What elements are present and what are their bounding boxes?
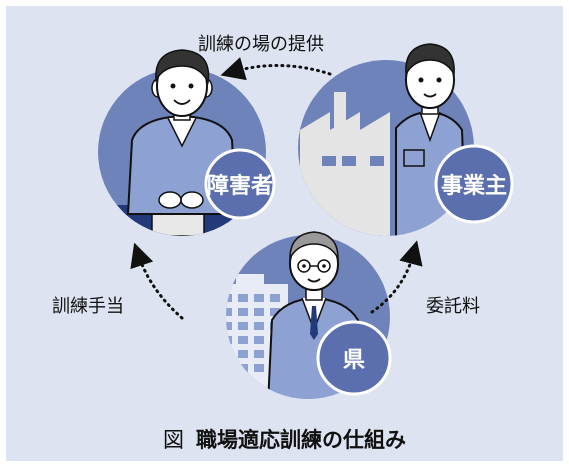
badge-prefecture: 県 xyxy=(316,320,392,396)
figure-title: 職場適応訓練の仕組み xyxy=(196,428,406,452)
flow-label-training-venue: 訓練の場の提供 xyxy=(198,34,324,55)
employer-scene xyxy=(298,43,474,236)
flow-label-training-allowance: 訓練手当 xyxy=(52,296,124,317)
badge-disabled-person: 障害者 xyxy=(204,148,276,220)
arrow-employer-to-person xyxy=(220,57,332,81)
arrow-prefecture-to-person xyxy=(130,242,184,320)
actor-label-prefecture: 県 xyxy=(343,348,365,373)
badge-employer: 事業主 xyxy=(434,144,514,224)
actor-label-employer: 事業主 xyxy=(441,173,507,199)
actor-label-disabled-person: 障害者 xyxy=(207,173,273,199)
figure-caption: 図職場適応訓練の仕組み xyxy=(0,424,569,454)
figure-marker: 図 xyxy=(163,428,184,452)
flow-label-commission-fee: 委託料 xyxy=(426,296,480,317)
arrow-prefecture-to-employer xyxy=(370,240,423,314)
